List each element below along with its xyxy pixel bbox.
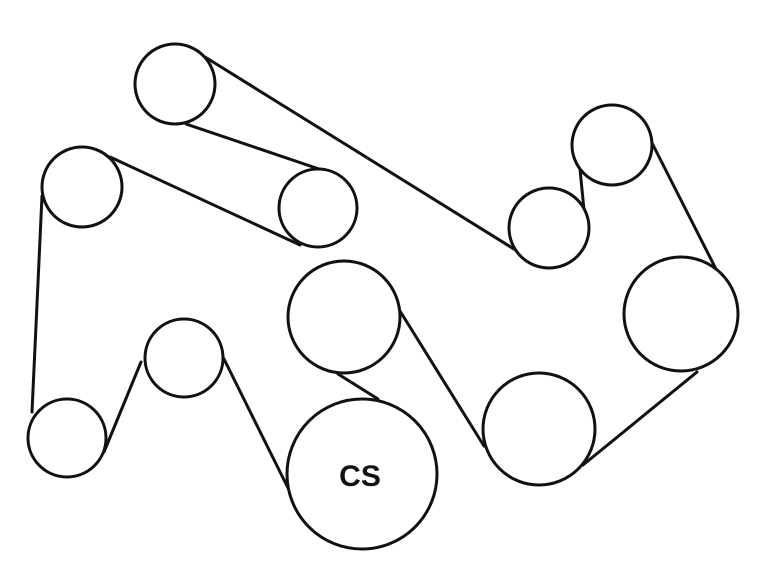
pulley-top-right [570,103,654,187]
pulley-crankshaft [285,397,439,551]
belt-segment [102,360,143,454]
pulley-center-large [286,259,402,375]
belt-segment [30,194,44,414]
pulley-middle-left [143,317,225,399]
pulley-top-left [133,42,217,126]
belt-segment [184,122,324,172]
crankshaft-label: CS [339,460,381,493]
pulleys [26,42,740,551]
belt-segment [336,372,380,401]
belt-segment [581,370,699,467]
belt [30,55,722,498]
belt-segment [650,141,722,279]
pulley-bottom-right [481,371,597,487]
belt-segment [220,353,294,498]
belt-segment [398,309,486,448]
belt-segment [203,55,532,261]
belt-segment [108,155,302,247]
pulley-center-upper [277,167,359,249]
pulley-left-upper [40,145,124,229]
pulley-center-idler [507,186,591,270]
pulley-right [622,255,740,373]
pulley-bottom-left [26,397,108,479]
